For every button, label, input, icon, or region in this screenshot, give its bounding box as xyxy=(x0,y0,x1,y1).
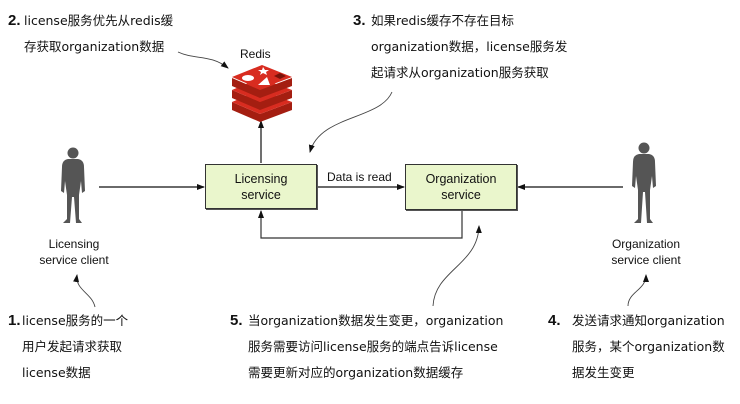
data-is-read-label: Data is read xyxy=(327,170,392,184)
note-1: 1. license服务的一个 用户发起请求获取 license数据 xyxy=(8,308,128,386)
note-3-line: 如果redis缓存不存在目标 xyxy=(371,13,514,28)
licensing-service-box[interactable]: Licensing service xyxy=(205,164,317,209)
note-1-number: 1. xyxy=(8,312,21,329)
note-4-line: 据发生变更 xyxy=(572,365,635,380)
pointer-note-1 xyxy=(73,274,96,308)
note-3: 3. 如果redis缓存不存在目标 organization数据，license… xyxy=(353,8,567,86)
person-icon xyxy=(61,147,85,223)
note-2-line: 存获取organization数据 xyxy=(24,39,165,54)
note-5-line: 服务需要访问license服务的端点告诉license xyxy=(248,339,498,354)
note-5-line: 需要更新对应的organization数据缓存 xyxy=(248,365,464,380)
licensing-client-label-line1: Licensing xyxy=(48,237,100,251)
note-3-number: 3. xyxy=(353,12,366,29)
note-5-number: 5. xyxy=(230,312,243,329)
pointer-note-5 xyxy=(432,225,482,307)
organization-client-label-line1: Organization xyxy=(611,237,681,251)
note-4: 4. 发送请求通知organization 服务，某个organization数… xyxy=(548,308,725,386)
arrow-organization-to-licensing xyxy=(258,210,463,239)
organization-client-label: Organization service client xyxy=(604,236,688,268)
licensing-client-label-line2: service client xyxy=(39,253,109,267)
note-3-line: 起请求从organization服务获取 xyxy=(371,65,549,80)
pointer-note-3 xyxy=(308,91,393,153)
note-4-number: 4. xyxy=(548,312,561,329)
redis-logo-icon xyxy=(232,65,292,122)
note-5-line: 当organization数据发生变更，organization xyxy=(248,313,504,328)
organization-service-label-line2: service xyxy=(441,188,481,202)
organization-service-label-line1: Organization xyxy=(425,172,497,186)
licensing-service-label-line2: service xyxy=(241,187,281,202)
note-5: 5. 当organization数据发生变更，organization 服务需要… xyxy=(230,308,503,386)
note-2: 2. license服务优先从redis缓 存获取organization数据 xyxy=(8,8,173,60)
note-2-number: 2. xyxy=(8,12,21,29)
organization-service-box[interactable]: Organization service xyxy=(405,164,517,210)
licensing-client-label: Licensing service client xyxy=(34,236,114,268)
person-icon xyxy=(632,142,656,223)
redis-label: Redis xyxy=(240,47,271,61)
note-1-line: 用户发起请求获取 xyxy=(22,339,123,354)
note-4-line: 发送请求通知organization xyxy=(572,313,725,328)
pointer-note-2 xyxy=(177,51,229,69)
licensing-service-label-line1: Licensing xyxy=(234,171,288,186)
note-1-line: license服务的一个 xyxy=(22,313,129,328)
organization-client-label-line2: service client xyxy=(611,253,681,267)
pointer-note-4 xyxy=(627,274,649,307)
note-4-line: 服务，某个organization数 xyxy=(572,339,725,354)
note-3-line: organization数据，license服务发 xyxy=(371,39,568,54)
note-2-line: license服务优先从redis缓 xyxy=(24,13,174,28)
note-1-line: license数据 xyxy=(22,365,91,380)
